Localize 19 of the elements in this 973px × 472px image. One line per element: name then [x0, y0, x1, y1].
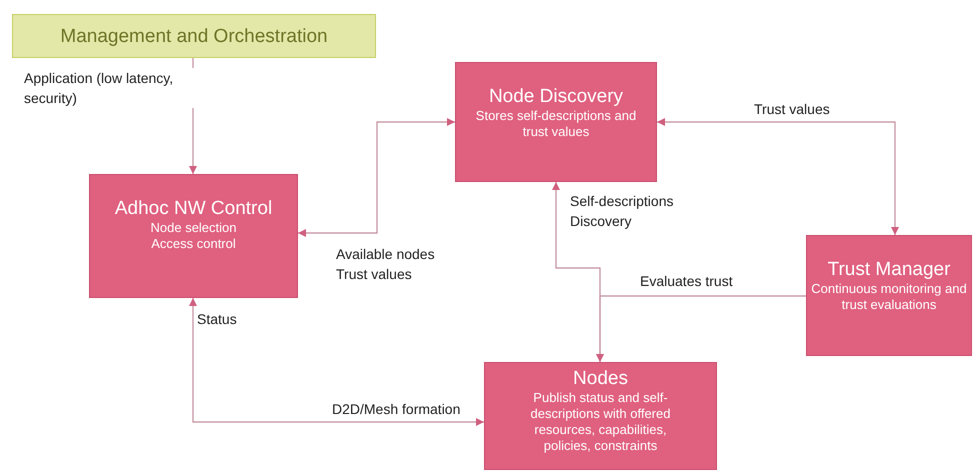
- process-box: [484, 362, 717, 470]
- box-title: Trust Manager: [828, 258, 950, 281]
- process-box: [455, 62, 657, 182]
- box-title: Adhoc NW Control: [114, 197, 272, 220]
- connector-arrow: [657, 118, 899, 235]
- connector-arrow: [596, 295, 806, 362]
- box-description: Publish status and self-descriptions with offered resources, capabilities, policies, constraints: [530, 390, 672, 454]
- box-description: Node selection Access control: [150, 220, 238, 252]
- box-description: Stores self-descriptions and trust values: [474, 108, 638, 140]
- edge-label: Application (low latency, security): [24, 68, 194, 108]
- box-title: Node Discovery: [488, 85, 624, 108]
- connector-arrow: [298, 118, 455, 237]
- box-description: Continuous monitoring and trust evaluations: [811, 281, 967, 313]
- process-box: [89, 174, 298, 298]
- process-box: [806, 235, 972, 356]
- process-box: [12, 14, 376, 58]
- box-title: Management and Orchestration: [60, 24, 328, 48]
- box-title: Nodes: [573, 367, 628, 390]
- connector-arrow: [189, 298, 484, 426]
